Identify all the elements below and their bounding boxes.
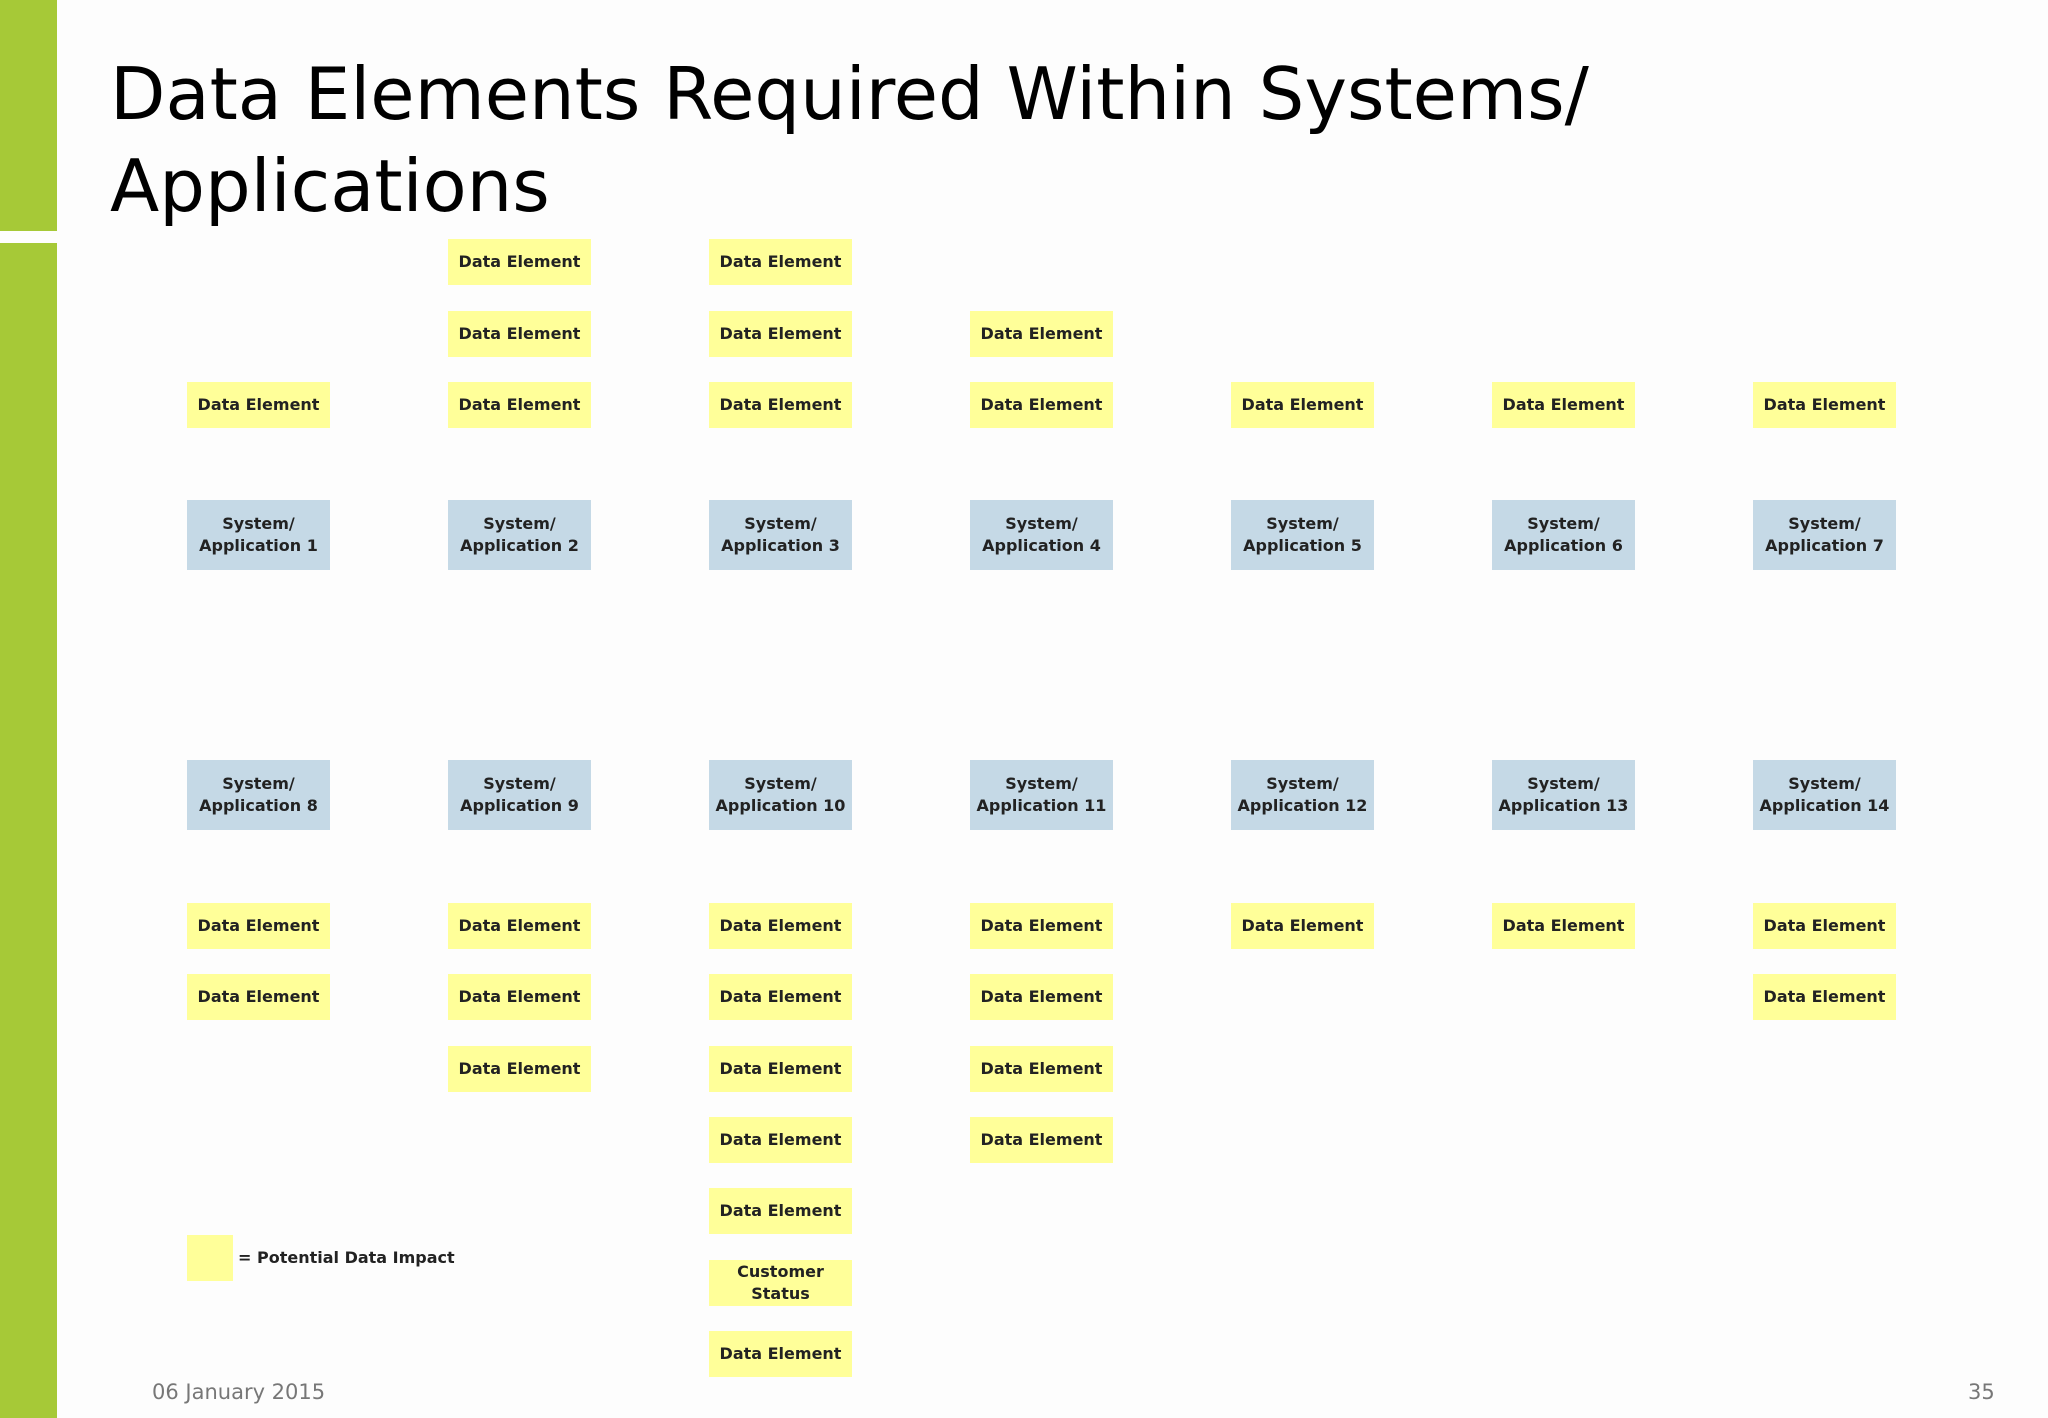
- data-element-box: Data Element: [448, 382, 591, 428]
- data-element-box: Customer Status: [709, 1260, 852, 1306]
- data-element-box: Data Element: [709, 974, 852, 1020]
- data-element-box: Data Element: [448, 1046, 591, 1092]
- data-element-box: Data Element: [1492, 382, 1635, 428]
- footer-date: 06 January 2015: [152, 1380, 326, 1404]
- data-element-box: Data Element: [1753, 974, 1896, 1020]
- data-element-box: Data Element: [970, 311, 1113, 357]
- data-element-box: Data Element: [709, 1188, 852, 1234]
- system-box: System/ Application 2: [448, 500, 591, 570]
- system-box: System/ Application 4: [970, 500, 1113, 570]
- system-box: System/ Application 6: [1492, 500, 1635, 570]
- system-box: System/ Application 7: [1753, 500, 1896, 570]
- legend-label: = Potential Data Impact: [238, 1248, 455, 1267]
- system-box: System/ Application 12: [1231, 760, 1374, 830]
- data-element-box: Data Element: [1231, 382, 1374, 428]
- data-element-box: Data Element: [187, 382, 330, 428]
- data-element-box: Data Element: [970, 382, 1113, 428]
- legend-swatch: [187, 1235, 233, 1281]
- data-element-box: Data Element: [709, 1117, 852, 1163]
- slide-title: Data Elements Required Within Systems/ A…: [110, 52, 1589, 228]
- system-box: System/ Application 13: [1492, 760, 1635, 830]
- system-box: System/ Application 1: [187, 500, 330, 570]
- data-element-box: Data Element: [1492, 903, 1635, 949]
- system-box: System/ Application 10: [709, 760, 852, 830]
- accent-bar-top: [0, 0, 57, 231]
- data-element-box: Data Element: [187, 974, 330, 1020]
- data-element-box: Data Element: [448, 311, 591, 357]
- data-element-box: Data Element: [970, 1117, 1113, 1163]
- data-element-box: Data Element: [709, 1046, 852, 1092]
- data-element-box: Data Element: [709, 239, 852, 285]
- data-element-box: Data Element: [187, 903, 330, 949]
- data-element-box: Data Element: [1753, 382, 1896, 428]
- system-box: System/ Application 8: [187, 760, 330, 830]
- data-element-box: Data Element: [709, 311, 852, 357]
- data-element-box: Data Element: [448, 239, 591, 285]
- data-element-box: Data Element: [709, 1331, 852, 1377]
- data-element-box: Data Element: [448, 903, 591, 949]
- system-box: System/ Application 9: [448, 760, 591, 830]
- system-box: System/ Application 5: [1231, 500, 1374, 570]
- data-element-box: Data Element: [970, 903, 1113, 949]
- data-element-box: Data Element: [970, 1046, 1113, 1092]
- data-element-box: Data Element: [1231, 903, 1374, 949]
- data-element-box: Data Element: [709, 382, 852, 428]
- system-box: System/ Application 11: [970, 760, 1113, 830]
- system-box: System/ Application 14: [1753, 760, 1896, 830]
- accent-bar-bottom: [0, 243, 57, 1418]
- data-element-box: Data Element: [1753, 903, 1896, 949]
- system-box: System/ Application 3: [709, 500, 852, 570]
- page-number: 35: [1968, 1380, 1995, 1404]
- data-element-box: Data Element: [448, 974, 591, 1020]
- data-element-box: Data Element: [970, 974, 1113, 1020]
- data-element-box: Data Element: [709, 903, 852, 949]
